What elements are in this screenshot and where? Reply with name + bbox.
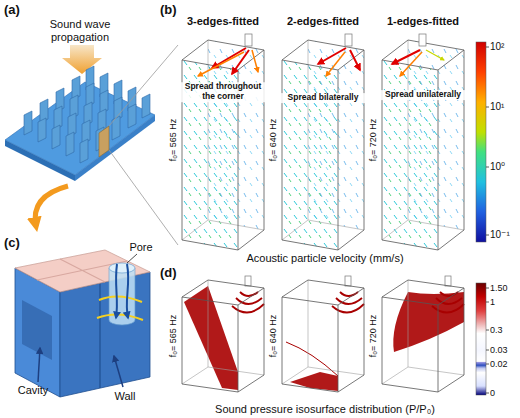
frequency-label: f₀= 720 Hz (368, 315, 378, 358)
unit-highlight (99, 126, 109, 157)
colorbar-tick: 10⁻¹ (490, 229, 510, 241)
part-label: Pore (129, 241, 152, 254)
colorbar-tick: 0.03 (490, 345, 508, 355)
panel-letter: (c) (4, 236, 20, 251)
frequency-label: f₀= 565 Hz (168, 315, 178, 358)
velocity-boxes (345, 34, 352, 46)
metamaterial-plate (75, 115, 155, 181)
column-title: 1-edges-fitted (387, 15, 459, 28)
unit-cell (60, 272, 150, 397)
metamaterial-plate (128, 104, 136, 128)
pressure-boxes (232, 276, 264, 313)
velocity-colorbar (476, 42, 486, 242)
velocity-boxes (198, 52, 244, 76)
pressure-boxes (182, 280, 264, 392)
pressure-boxes (290, 372, 338, 391)
metamaterial-plate (52, 125, 60, 149)
frequency-label: f₀= 565 Hz (168, 119, 178, 162)
pressure-boxes (282, 280, 364, 392)
velocity-boxes (212, 48, 246, 68)
pressure-boxes (184, 286, 238, 390)
velocity-boxes (326, 52, 345, 76)
metamaterial-plate (5, 45, 178, 245)
velocity-boxes (400, 52, 422, 76)
velocity-boxes (245, 34, 252, 46)
zoom-line (109, 150, 178, 245)
colorbar-tick: 0 (490, 388, 495, 398)
velocity-boxes (382, 40, 464, 250)
frequency-label: f₀= 720 Hz (368, 119, 378, 162)
column-title: 2-edges-fitted (287, 15, 359, 28)
pressure-boxes (382, 280, 464, 392)
metamaterial-plate (5, 140, 75, 181)
pressure-boxes (286, 342, 338, 376)
pressure-boxes (182, 276, 264, 392)
pressure-boxes (282, 276, 364, 392)
metamaterial-plate (24, 111, 32, 135)
metamaterial-plate (80, 139, 88, 163)
unit-cell (116, 264, 117, 318)
pressure-boxes (182, 276, 489, 395)
pressure-colorbar (476, 283, 486, 395)
annotation: Spread bilaterally (278, 93, 368, 103)
pressure-boxes (393, 292, 464, 352)
velocity-boxes (392, 50, 420, 64)
colorbar-tick: 0.02 (490, 359, 508, 369)
colorbar-tick: 10¹ (490, 101, 504, 113)
part-label: Wall (115, 390, 136, 403)
part-label: Cavity (18, 384, 49, 397)
colorbar-tick: 0.3 (490, 325, 503, 335)
frequency-label: f₀= 640 Hz (268, 119, 278, 162)
frequency-label: f₀= 640 Hz (268, 315, 278, 358)
panel-letter: (a) (4, 3, 20, 18)
velocity-boxes (182, 40, 264, 250)
velocity-boxes (419, 34, 426, 46)
leader-line (114, 356, 123, 387)
zoom-line (109, 45, 178, 126)
callout-text: Sound wave propagation (35, 18, 125, 43)
zoom-arrow (35, 186, 68, 226)
column-title: 3-edges-fitted (187, 15, 259, 28)
colorbar-tick: 10² (490, 41, 504, 53)
leader-line (38, 348, 40, 382)
velocity-boxes (486, 47, 489, 235)
axis-title: Acoustic particle velocity (mm/s) (246, 252, 403, 265)
metamaterial-plate (142, 94, 150, 118)
velocity-boxes (282, 40, 364, 250)
velocity-boxes (282, 34, 364, 250)
wave-arrow (62, 45, 102, 74)
pressure-boxes (432, 276, 464, 313)
pressure-boxes (332, 276, 364, 313)
velocity-boxes (382, 34, 464, 250)
unit-cell (109, 263, 135, 273)
unit-cell (22, 300, 52, 360)
panel-letter: (b) (160, 3, 177, 18)
velocity-boxes (252, 50, 258, 72)
colorbar-tick: 1 (490, 297, 495, 307)
panel-letter: (d) (160, 266, 177, 281)
leader-line (127, 254, 137, 263)
velocity-boxes (426, 50, 444, 60)
pressure-boxes (486, 288, 489, 393)
annotation: Spread throughout the corner (178, 82, 268, 102)
velocity-boxes (350, 50, 360, 70)
unit-cell (15, 250, 150, 397)
velocity-boxes (182, 34, 264, 250)
metamaterial-plate (66, 132, 74, 156)
colorbar-tick: 10⁰ (490, 161, 505, 173)
unit-cell (97, 296, 143, 320)
axis-title: Sound pressure isosurface distribution (… (215, 403, 435, 416)
pressure-boxes (382, 276, 464, 392)
annotation: Spread unilaterally (378, 90, 468, 100)
colorbar-tick: 1.50 (490, 283, 508, 293)
velocity-boxes (182, 34, 489, 250)
unit-cell (127, 264, 129, 318)
metamaterial-plate (112, 116, 120, 140)
metamaterial-plate (38, 118, 46, 142)
